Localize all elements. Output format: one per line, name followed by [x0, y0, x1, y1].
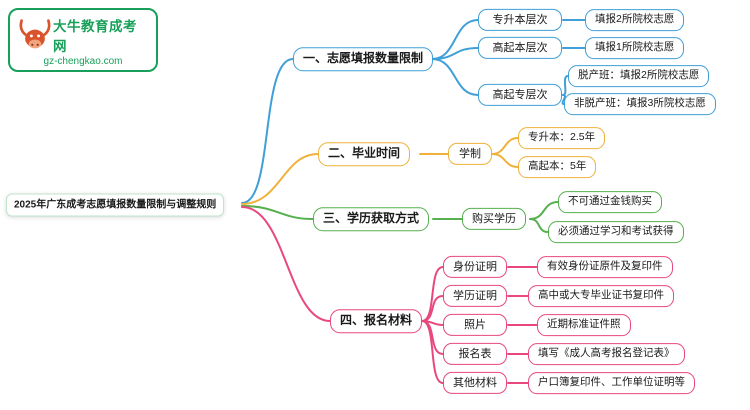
leaf-no-purchase: 不可通过金钱购买: [558, 191, 662, 213]
node-level-zsb: 专升本层次: [478, 8, 562, 32]
leaf-registration-form-detail: 填写《成人高考报名登记表》: [528, 343, 685, 365]
site-logo: 大牛教育成考网 gz-chengkao.com: [8, 8, 158, 72]
leaf-other-materials-detail: 户口簿复印件、工作单位证明等: [528, 372, 695, 394]
logo-url: gz-chengkao.com: [43, 56, 123, 67]
node-other-materials: 其他材料: [443, 371, 507, 395]
leaf-zsb-quota: 填报2所院校志愿: [585, 9, 685, 31]
node-registration-form: 报名表: [443, 342, 507, 366]
logo-title: 大牛教育成考网: [53, 19, 137, 54]
leaf-gqb-duration: 高起本：5年: [518, 156, 597, 178]
root-topic: 2025年广东成考志愿填报数量限制与调整规则: [6, 193, 225, 217]
node-level-gqb: 高起本层次: [478, 36, 562, 60]
leaf-study-exam: 必须通过学习和考试获得: [548, 221, 684, 243]
bull-logo-icon: [19, 19, 51, 49]
node-study-duration: 学制: [448, 142, 492, 166]
node-level-gqz: 高起专层次: [478, 83, 562, 107]
leaf-zsb-duration: 专升本：2.5年: [518, 127, 606, 149]
node-edu-proof: 学历证明: [443, 284, 507, 308]
branch-volunteer-limit: 一、志愿填报数量限制: [293, 47, 434, 71]
leaf-photo-detail: 近期标准证件照: [537, 314, 631, 336]
branch-registration-materials: 四、报名材料: [330, 309, 423, 333]
node-photo: 照片: [443, 313, 507, 337]
leaf-tuochan-quota: 脱产班：填报2所院校志愿: [568, 65, 710, 87]
branch-graduation-time: 二、毕业时间: [318, 142, 411, 166]
branch-degree-acquisition: 三、学历获取方式: [313, 207, 430, 231]
leaf-id-proof-detail: 有效身份证原件及复印件: [537, 256, 673, 278]
leaf-gqb-quota: 填报1所院校志愿: [585, 37, 685, 59]
leaf-edu-proof-detail: 高中或大专毕业证书复印件: [528, 285, 674, 307]
node-buy-degree: 购买学历: [462, 207, 526, 231]
leaf-feituochan-quota: 非脱产班：填报3所院校志愿: [564, 93, 716, 115]
node-id-proof: 身份证明: [443, 255, 507, 279]
